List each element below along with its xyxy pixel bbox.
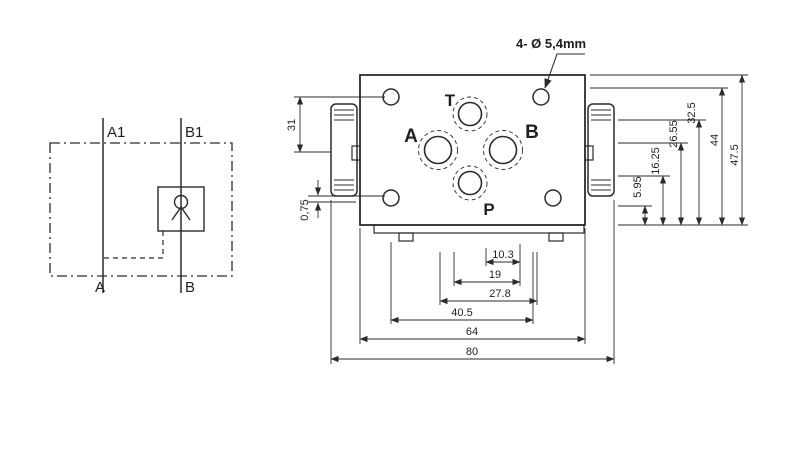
dimensions-right: 5.95 16.25 26.55 32.5 44 47.5 <box>590 74 748 226</box>
schematic-label-a: A <box>95 279 105 296</box>
dim-44: 44 <box>709 134 721 146</box>
schematic-label-a1: A1 <box>107 124 125 141</box>
bottom-strip <box>373 224 585 234</box>
check-valve-seat-left <box>171 206 182 221</box>
dim-27-8: 27.8 <box>489 288 510 300</box>
right-cap-notch <box>584 145 594 161</box>
port-p-hole <box>457 170 483 196</box>
port-a-hole <box>423 135 453 165</box>
mount-hole-top-right <box>532 88 550 106</box>
dim-64: 64 <box>466 326 478 338</box>
port-label-a: A <box>404 126 418 147</box>
left-cap-notch <box>351 145 361 161</box>
port-label-t: T <box>445 91 456 110</box>
dim-5-95: 5.95 <box>632 176 644 197</box>
port-label-p: P <box>483 200 494 219</box>
dimensions-left: 31 0,75 <box>286 96 385 221</box>
port-t-counterbore <box>452 96 488 132</box>
schematic-boundary-box <box>49 142 233 277</box>
port-b-hole <box>488 135 518 165</box>
dim-40-5: 40.5 <box>451 307 472 319</box>
dim-26-55: 26.55 <box>668 120 680 148</box>
valve-body-view: T A B P <box>330 74 615 242</box>
mount-hole-bottom-left <box>382 189 400 207</box>
schematic-label-b1: B1 <box>185 124 203 141</box>
bottom-tab-left <box>398 232 414 242</box>
port-t-hole <box>457 101 483 127</box>
hole-callout: 4- Ø 5,4mm <box>516 36 586 89</box>
left-end-cap <box>330 103 358 197</box>
left-cap-grooves <box>334 109 354 191</box>
dim-10-3: 10.3 <box>492 249 513 261</box>
dim-19: 19 <box>489 269 501 281</box>
port-a-counterbore <box>418 130 458 170</box>
port-b-counterbore <box>483 130 523 170</box>
port-label-b: B <box>525 122 539 143</box>
right-end-cap <box>587 103 615 197</box>
mount-hole-bottom-right <box>544 189 562 207</box>
hole-note-leader <box>544 53 585 89</box>
dim-16-25: 16.25 <box>650 147 662 175</box>
valve-body-outline <box>359 74 586 226</box>
schematic-label-b: B <box>185 279 195 296</box>
dim-47-5: 47.5 <box>729 144 741 165</box>
dimensions-bottom: 10.3 19 27.8 40.5 64 80 <box>330 200 615 364</box>
hole-note-text: 4- Ø 5,4mm <box>516 36 586 51</box>
mount-hole-top-left <box>382 88 400 106</box>
check-valve-box <box>157 186 205 232</box>
dim-31: 31 <box>286 119 298 131</box>
right-cap-grooves <box>591 109 611 191</box>
dim-80: 80 <box>466 346 478 358</box>
hydraulic-schematic: A1 B1 A B <box>49 118 233 296</box>
dim-32-5: 32.5 <box>686 102 698 123</box>
check-valve-seat-right <box>180 206 191 221</box>
pilot-line-dashed <box>103 231 164 259</box>
check-valve-ball <box>173 194 189 210</box>
bottom-tab-right <box>548 232 564 242</box>
dim-0-75: 0,75 <box>299 199 311 220</box>
port-p-counterbore <box>452 165 488 201</box>
